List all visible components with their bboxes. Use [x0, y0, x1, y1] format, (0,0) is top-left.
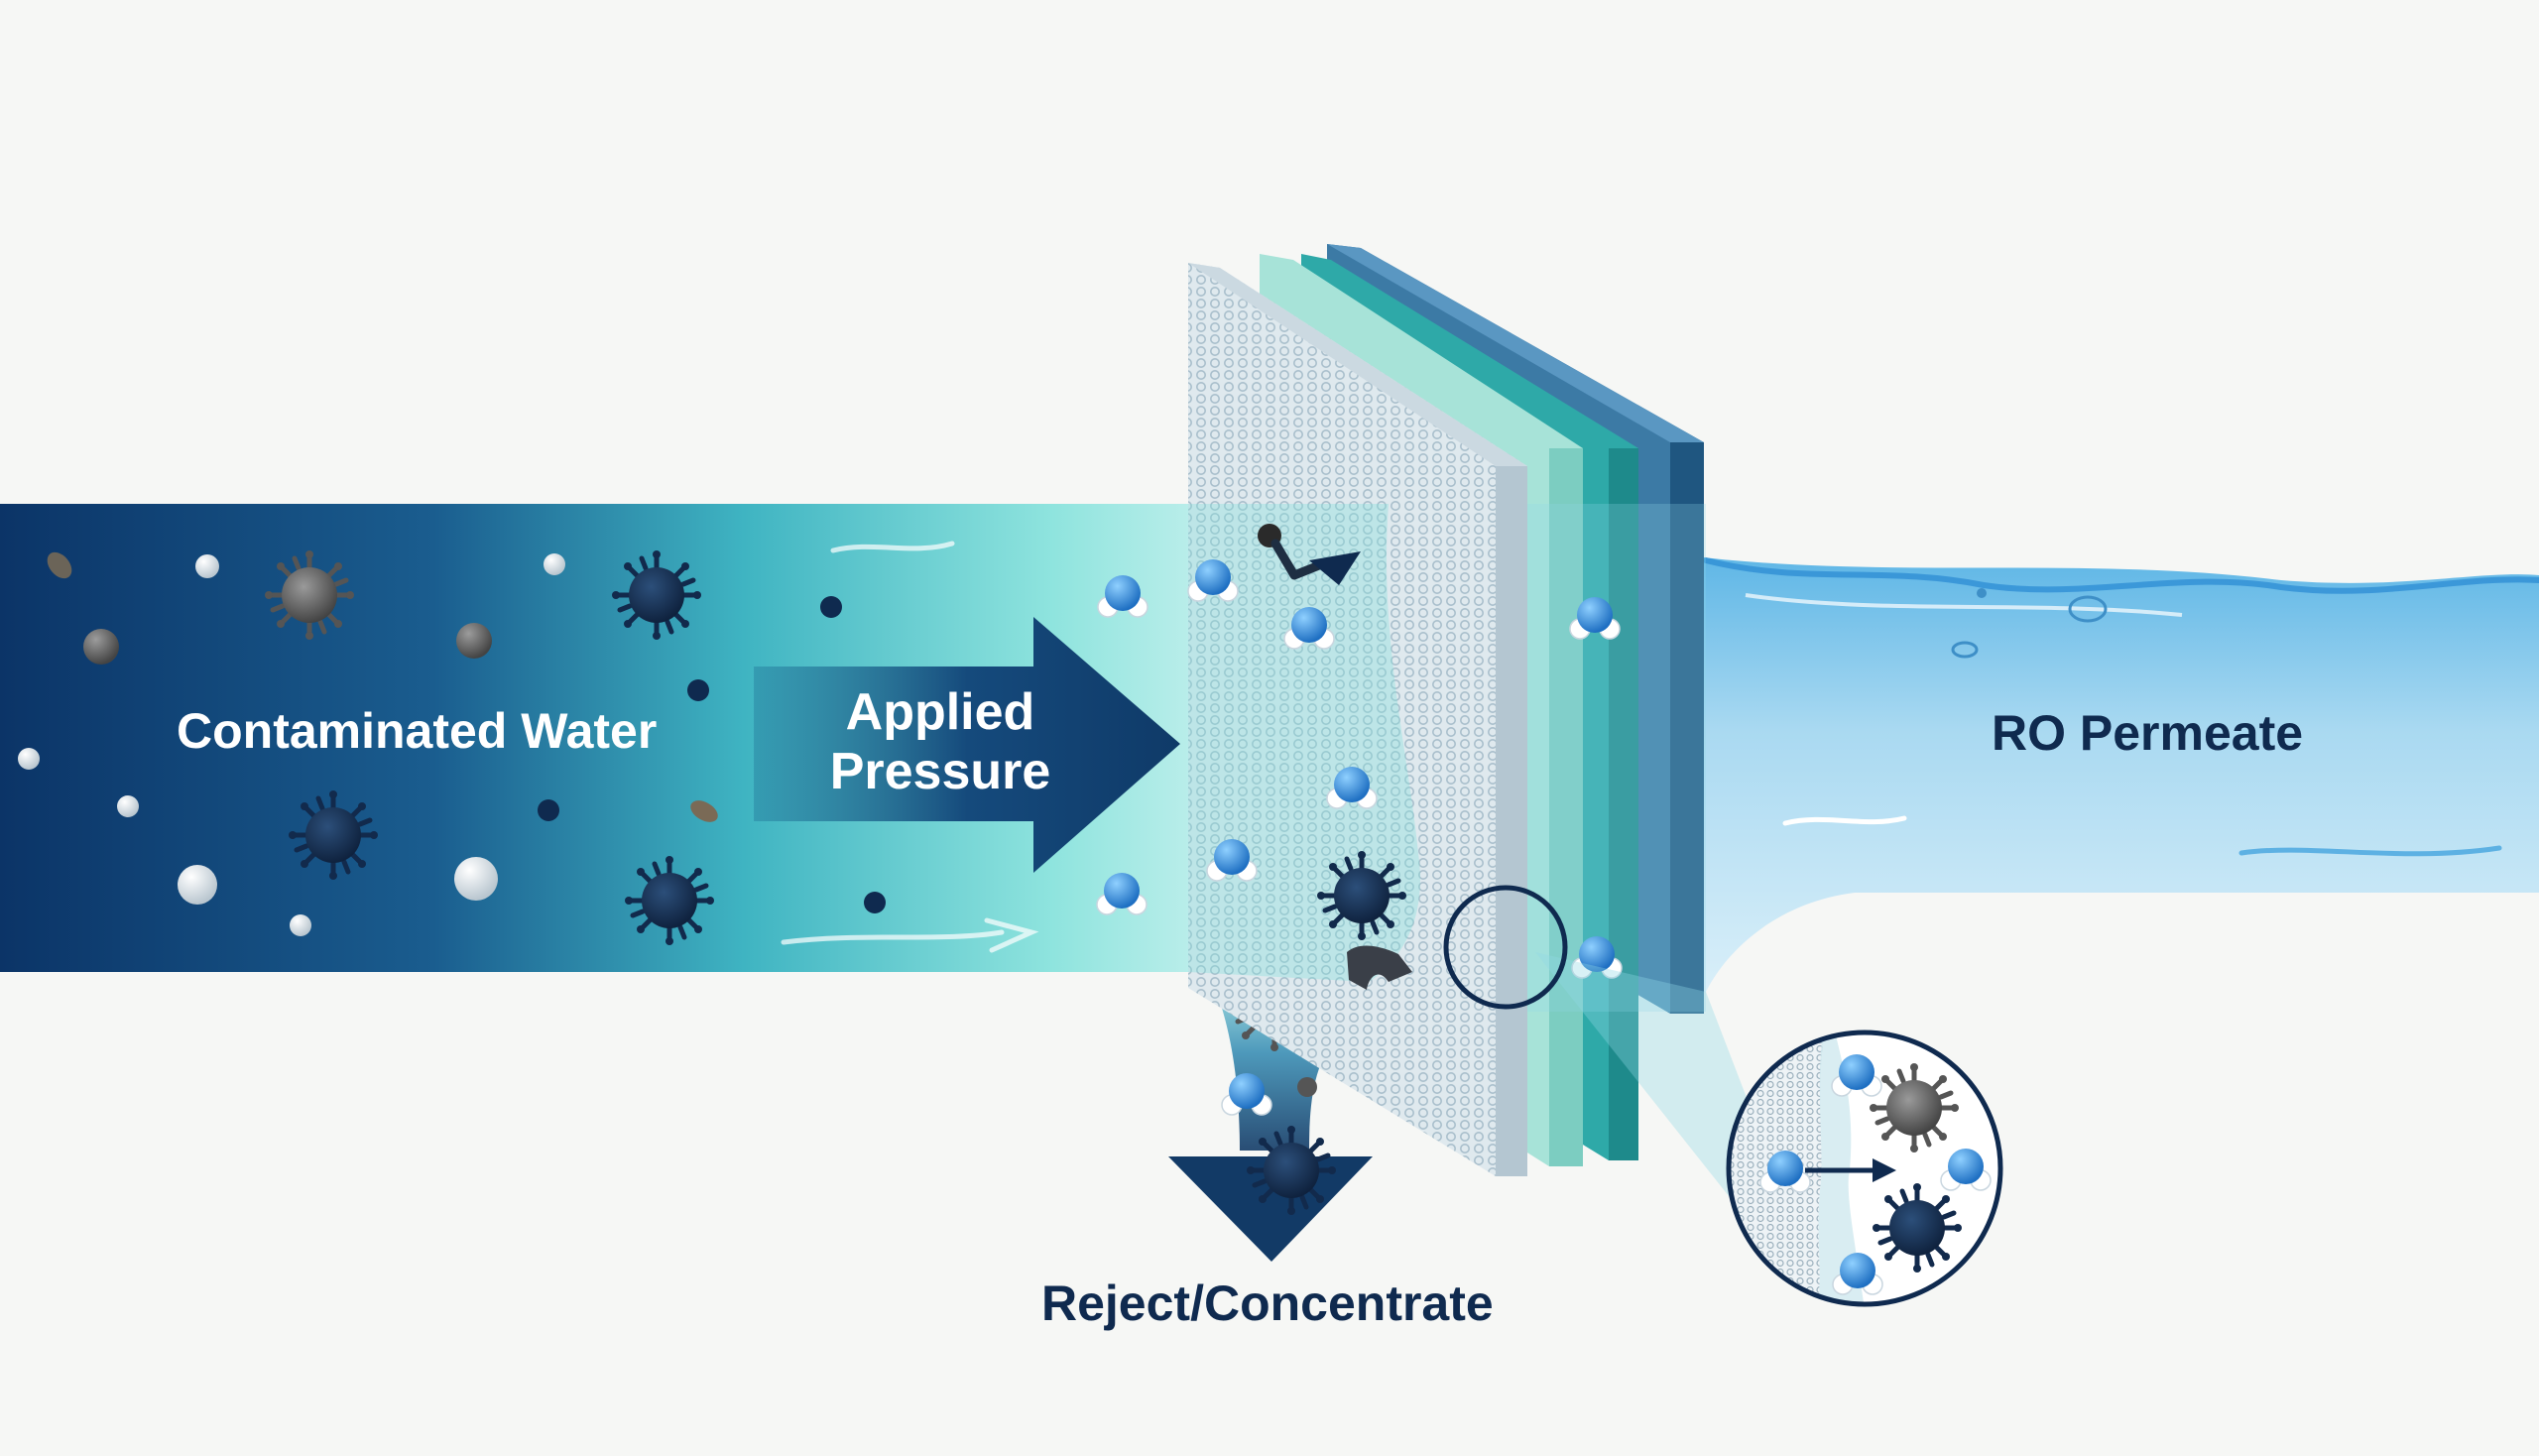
applied-pressure-label: Applied Pressure: [811, 682, 1069, 801]
applied-pressure-line2: Pressure: [811, 742, 1069, 801]
reject-concentrate-label: Reject/Concentrate: [1041, 1274, 1494, 1332]
applied-pressure-line1: Applied: [811, 682, 1069, 742]
contaminated-water-label: Contaminated Water: [177, 702, 657, 760]
ro-permeate-label: RO Permeate: [1992, 704, 2303, 762]
